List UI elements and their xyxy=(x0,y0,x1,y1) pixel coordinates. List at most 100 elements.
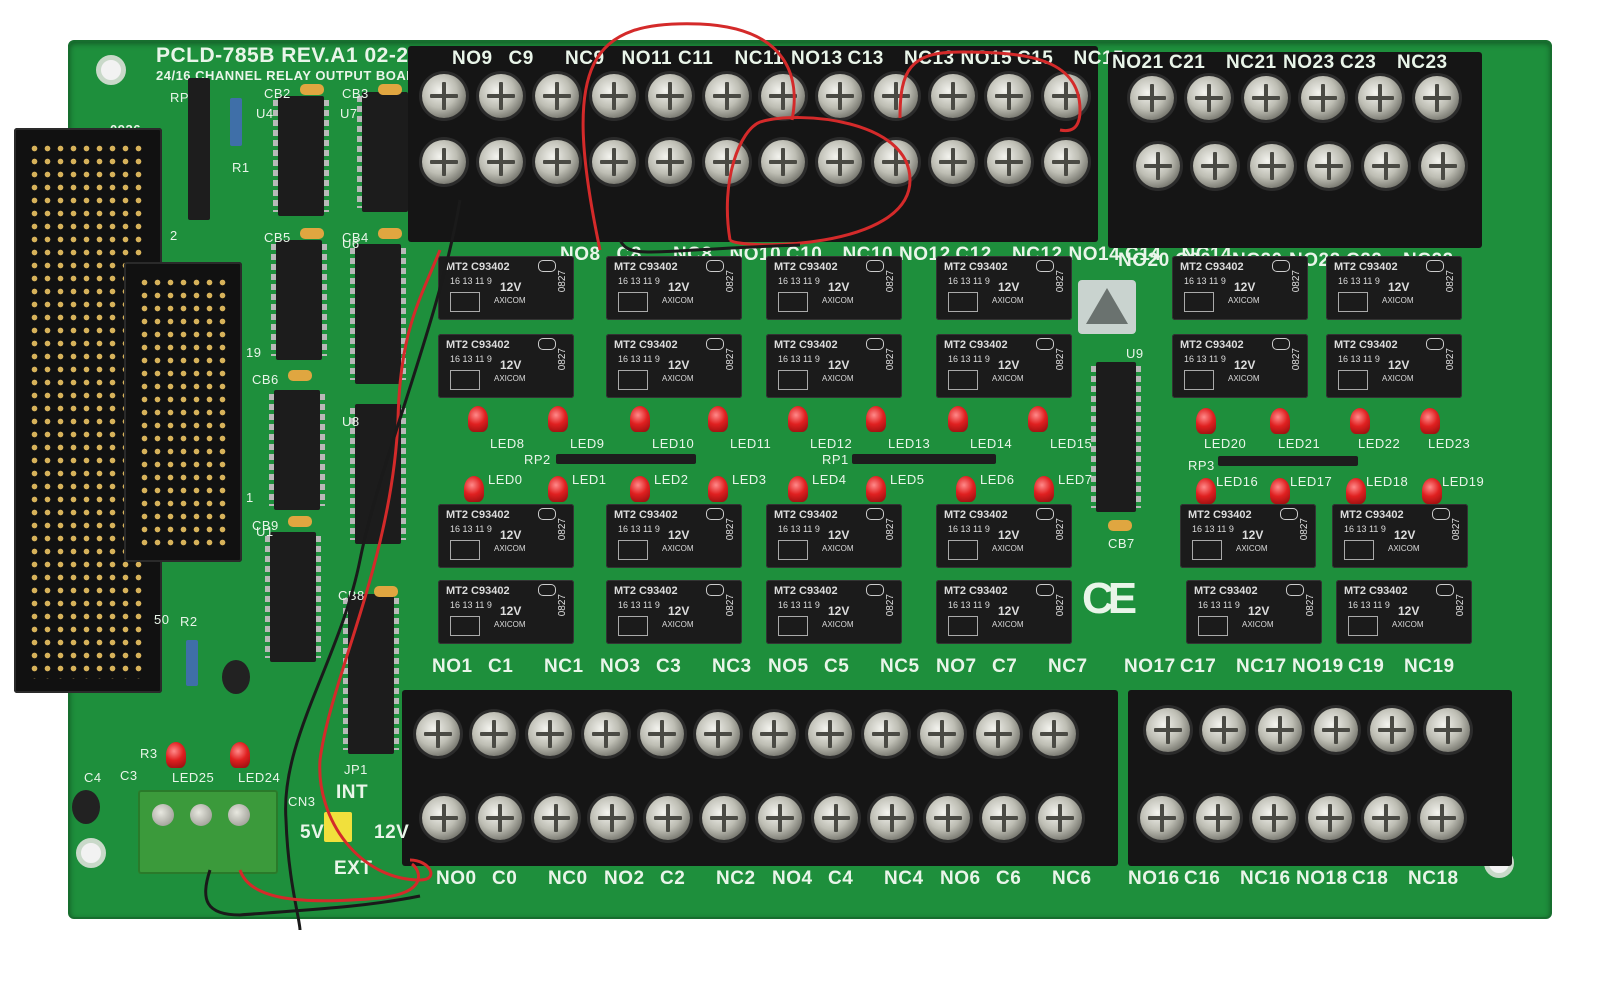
terminal-label: NC2 xyxy=(716,868,756,889)
terminal-label: NO6 xyxy=(940,868,981,889)
terminal-label: NC3 xyxy=(712,656,752,677)
relay-date-code: 0827 xyxy=(557,348,568,371)
relay-brand: AXICOM xyxy=(662,374,694,383)
terminal-label: C16 xyxy=(1184,868,1221,889)
ul-logo xyxy=(1436,584,1454,596)
integrated-circuit-u9 xyxy=(1091,362,1141,512)
relay-pins: 16 13 11 9 xyxy=(450,524,492,534)
terminal-label: NO19 xyxy=(1292,656,1344,677)
capacitor xyxy=(378,84,402,95)
relay-pins: 16 13 11 9 xyxy=(618,276,660,286)
terminal-screw xyxy=(1421,144,1465,188)
terminal-label: NO21 xyxy=(1112,52,1164,73)
terminal-screw xyxy=(702,796,746,840)
integrated-circuit xyxy=(271,240,327,360)
relay-voltage: 12V xyxy=(1388,358,1410,372)
terminal-screw xyxy=(976,712,1020,756)
mounting-hole xyxy=(96,55,126,85)
integrated-circuit xyxy=(357,92,413,212)
relay-brand: AXICOM xyxy=(1236,544,1268,553)
relay-date-code: 0827 xyxy=(1055,594,1066,617)
relay-schematic-symbol xyxy=(450,370,480,390)
terminal-screw xyxy=(814,796,858,840)
terminal-label: C7 xyxy=(992,656,1018,677)
terminal-screw xyxy=(920,712,964,756)
terminal-label: C4 xyxy=(828,868,854,889)
resistor-pack xyxy=(556,454,696,464)
relay-pins: 16 13 11 9 xyxy=(618,524,660,534)
ref-led24: LED24 xyxy=(238,770,281,785)
led-label: LED21 xyxy=(1278,436,1321,451)
led-indicator xyxy=(468,406,488,432)
relay-schematic-symbol xyxy=(1192,540,1222,560)
terminal-screw xyxy=(1258,708,1302,752)
led-label: LED18 xyxy=(1366,474,1409,489)
relay-pins: 16 13 11 9 xyxy=(1184,354,1226,364)
ribbon-header-20pin xyxy=(124,262,242,562)
ce-mark: CE xyxy=(1082,574,1137,623)
ul-logo xyxy=(866,508,884,520)
terminal-screw xyxy=(761,74,805,118)
terminal-label: NO17 xyxy=(1124,656,1176,677)
relay-pins: 16 13 11 9 xyxy=(948,276,990,286)
relay-date-code: 0827 xyxy=(1055,270,1066,293)
relay-pins: 16 13 11 9 xyxy=(948,524,990,534)
resistor-pack xyxy=(188,78,210,220)
led-label: LED11 xyxy=(730,436,772,451)
relay-schematic-symbol xyxy=(778,370,808,390)
relay-model: MT2 C93402 xyxy=(944,585,1008,597)
terminal-label: NO20 xyxy=(1118,250,1170,271)
relay-schematic-symbol xyxy=(1198,616,1228,636)
relay-pins: 16 13 11 9 xyxy=(948,354,990,364)
terminal-label: C14 xyxy=(1125,244,1162,265)
relay-date-code: 0827 xyxy=(885,594,896,617)
led-label: LED17 xyxy=(1290,474,1333,489)
terminal-screw xyxy=(1043,74,1088,118)
relay-schematic-symbol xyxy=(618,540,648,560)
relay-date-code: 0827 xyxy=(885,348,896,371)
relay-brand: AXICOM xyxy=(1382,296,1414,305)
ref-u7: U7 xyxy=(340,106,358,121)
relay-model: MT2 C93402 xyxy=(774,261,838,273)
relay-model: MT2 C93402 xyxy=(1188,509,1252,521)
relay-schematic-symbol xyxy=(450,540,480,560)
relay-model: MT2 C93402 xyxy=(1194,585,1258,597)
relay-voltage: 12V xyxy=(1388,280,1410,294)
led-label: LED6 xyxy=(980,472,1015,487)
relay-brand: AXICOM xyxy=(494,374,526,383)
electrolytic-capacitor xyxy=(222,660,250,694)
ref-cb9: CB9 xyxy=(252,518,279,533)
led-indicator-power xyxy=(230,742,250,768)
relay-model: MT2 C93402 xyxy=(614,509,678,521)
led-indicator xyxy=(788,476,808,502)
relay-date-code: 0827 xyxy=(557,270,568,293)
relay-pins: 16 13 11 9 xyxy=(450,600,492,610)
relay-schematic-symbol xyxy=(618,370,648,390)
terminal-screw xyxy=(761,140,805,184)
terminal-screw xyxy=(930,140,975,184)
terminal-screw xyxy=(648,74,692,118)
ul-logo xyxy=(538,338,556,350)
led-label: LED14 xyxy=(970,436,1013,451)
relay-pins: 16 13 11 9 xyxy=(1198,600,1240,610)
ref-r3: R3 xyxy=(140,746,158,761)
terminal-label: NO23 xyxy=(1283,52,1335,73)
relay-schematic-symbol xyxy=(948,540,978,560)
relay-model: MT2 C93402 xyxy=(944,509,1008,521)
ul-logo xyxy=(706,508,724,520)
led-label: LED23 xyxy=(1428,436,1471,451)
label-ext: EXT xyxy=(334,858,373,879)
led-indicator xyxy=(548,406,568,432)
relay-model: MT2 C93402 xyxy=(614,585,678,597)
terminal-label: NC17 xyxy=(1236,656,1287,677)
led-label: LED7 xyxy=(1058,472,1093,487)
ul-logo xyxy=(866,584,884,596)
